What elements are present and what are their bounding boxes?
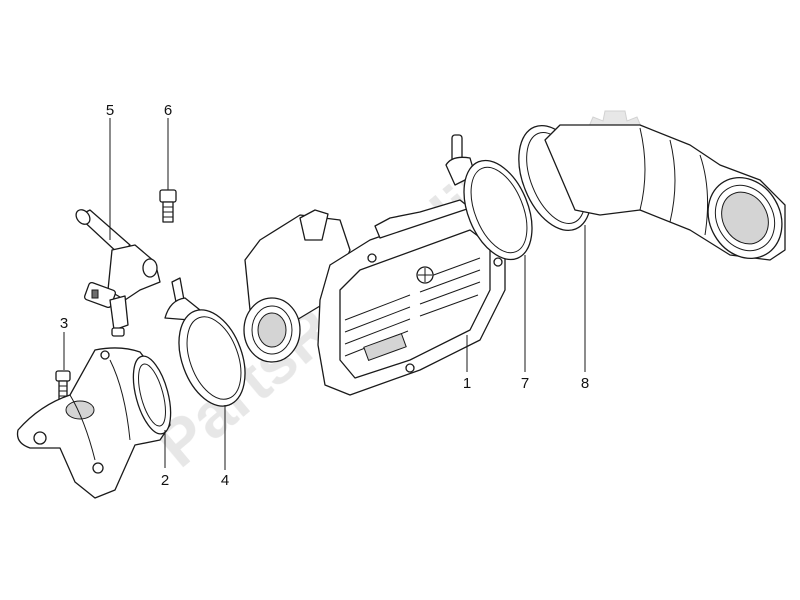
part-2-intake-manifold (16, 347, 172, 499)
callout-5: 5 (106, 102, 114, 119)
part-4-hose-clamp (164, 277, 246, 407)
callout-4: 4 (221, 472, 229, 489)
leader-lines (63, 118, 586, 470)
callout-6: 6 (164, 102, 172, 119)
part-1-throttle-body (243, 199, 506, 396)
part-7-hose-clamp (445, 134, 533, 261)
callout-7: 7 (521, 375, 529, 392)
part-5-fuel-injector (75, 209, 161, 337)
callout-8: 8 (581, 375, 589, 392)
callouts: 1 2 3 4 5 6 7 8 (60, 102, 589, 489)
part-6-bolt (159, 189, 177, 223)
part-8-intake-duct (518, 124, 786, 261)
part-3-bolt (55, 370, 71, 404)
callout-3: 3 (60, 315, 68, 332)
callout-1: 1 (463, 375, 471, 392)
callout-2: 2 (161, 472, 169, 489)
